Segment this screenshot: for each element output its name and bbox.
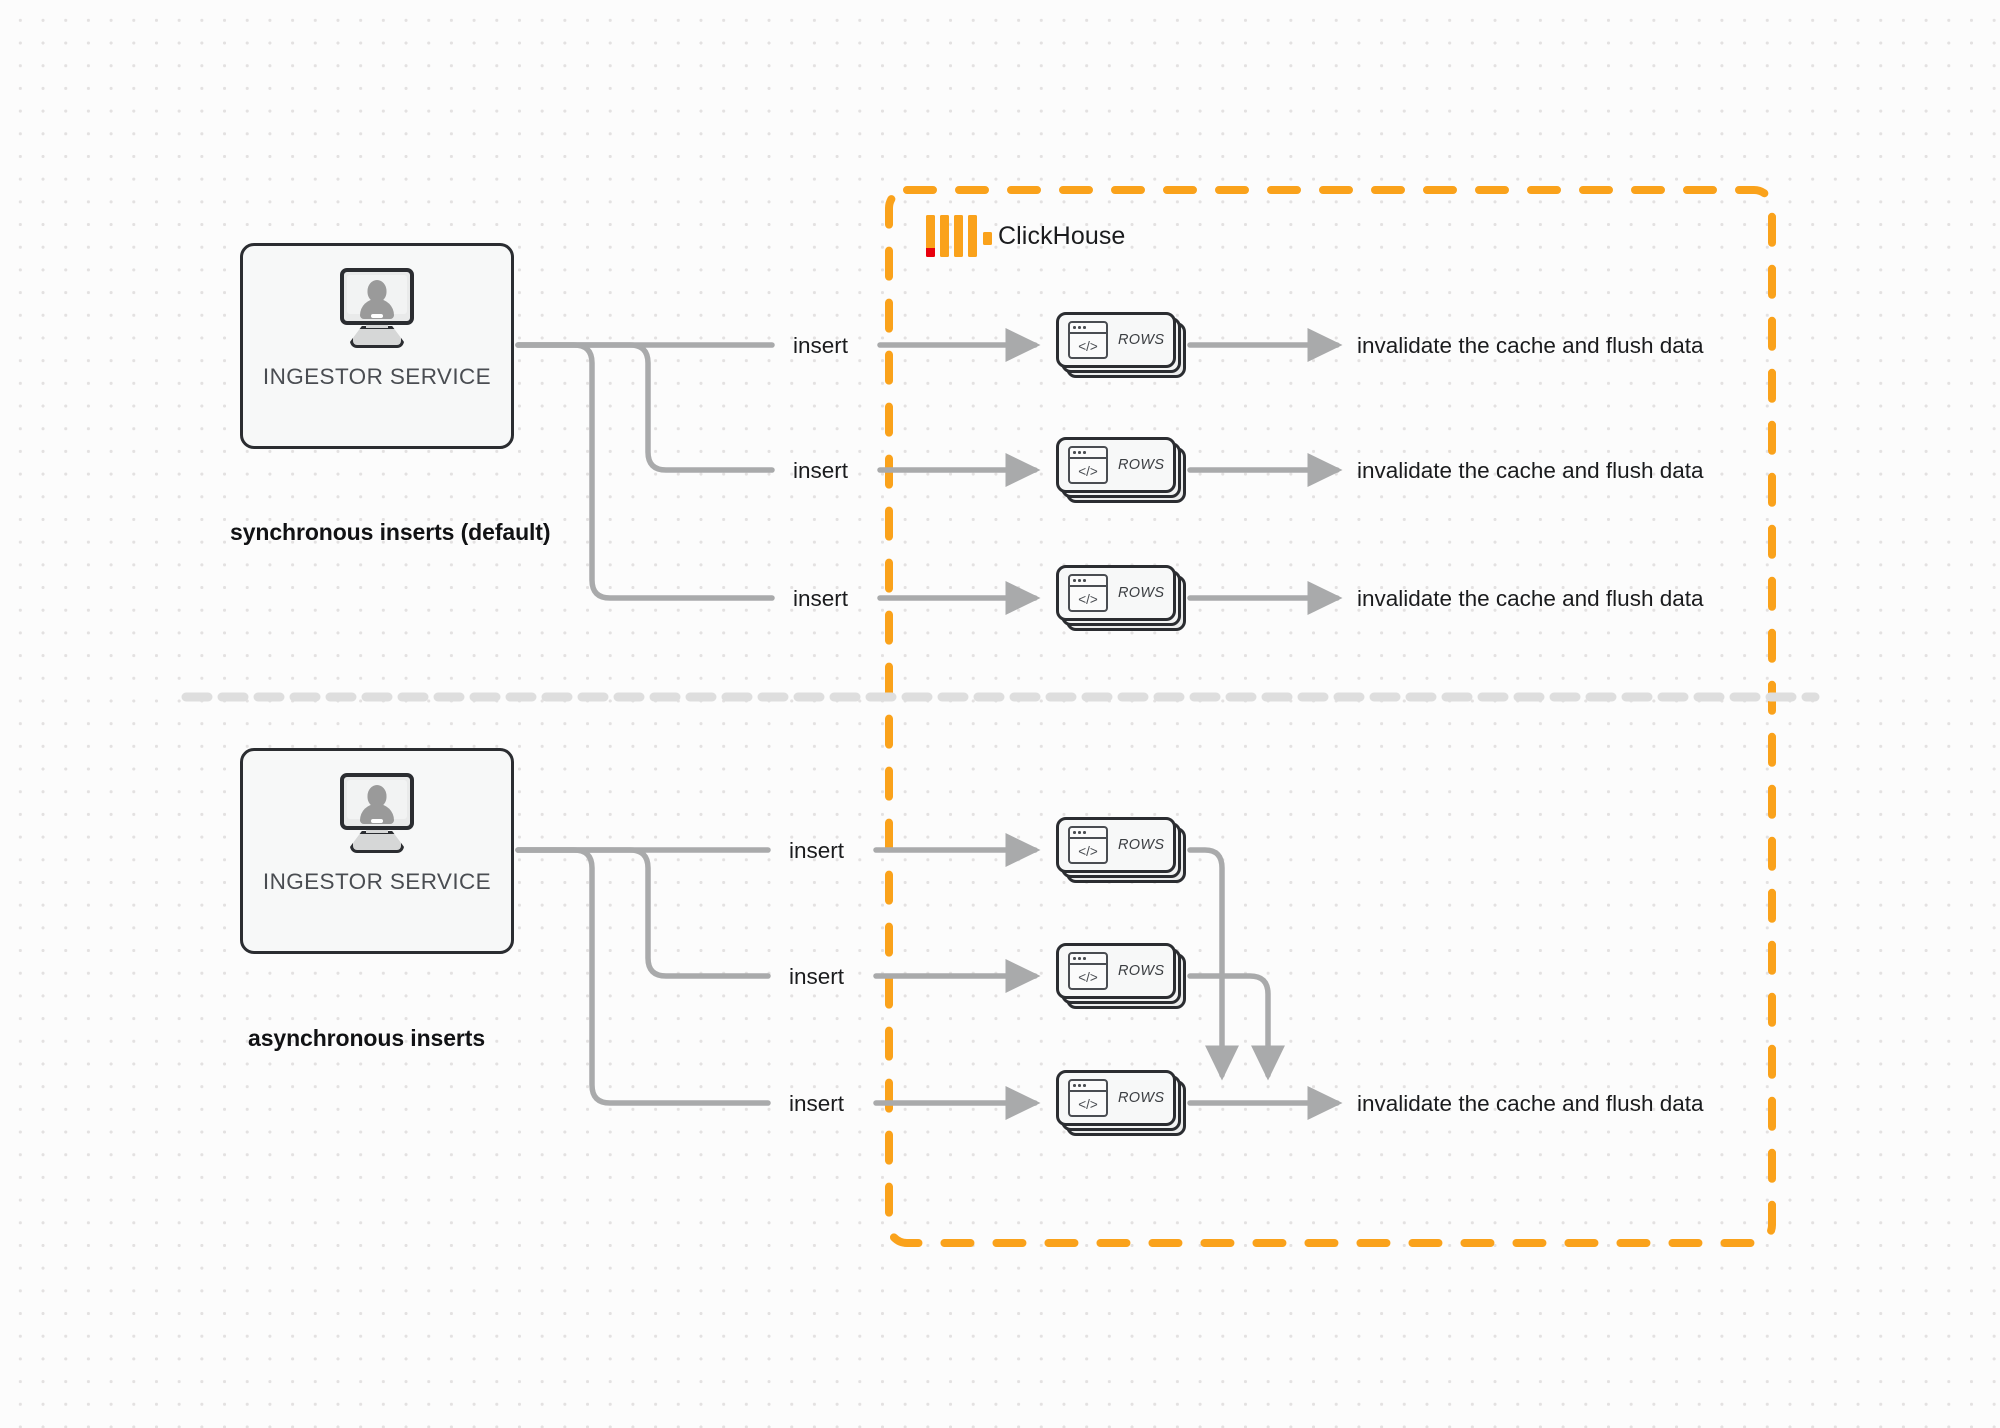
code-window-icon: </> bbox=[1068, 952, 1108, 990]
rows-label: ROWS bbox=[1118, 332, 1165, 348]
rows-node-sync-2[interactable]: </> ROWS bbox=[1056, 437, 1186, 503]
code-glyph: </> bbox=[1078, 1096, 1098, 1112]
rows-node-sync-1[interactable]: </> ROWS bbox=[1056, 312, 1186, 378]
rows-label: ROWS bbox=[1118, 585, 1165, 601]
ingestor-service-label: INGESTOR SERVICE bbox=[262, 364, 492, 389]
outcome-label-sync-2: invalidate the cache and flush data bbox=[1357, 458, 1704, 483]
rows-label: ROWS bbox=[1118, 457, 1165, 473]
edge-label-sync-insert-3: insert bbox=[793, 586, 849, 611]
edge-sync-branch-3 bbox=[515, 342, 775, 601]
monitor-user-icon bbox=[334, 268, 420, 348]
caption-synchronous: synchronous inserts (default) bbox=[230, 519, 551, 545]
code-window-icon: </> bbox=[1068, 321, 1108, 359]
ingestor-service-label: INGESTOR SERVICE bbox=[262, 869, 492, 894]
ingestor-service-node-sync[interactable]: INGESTOR SERVICE bbox=[240, 243, 514, 449]
edge-label-sync-insert-1: insert bbox=[793, 333, 849, 358]
caption-asynchronous: asynchronous inserts bbox=[248, 1025, 486, 1051]
code-window-icon: </> bbox=[1068, 446, 1108, 484]
code-glyph: </> bbox=[1078, 969, 1098, 985]
ingestor-service-node-async[interactable]: INGESTOR SERVICE bbox=[240, 748, 514, 954]
edge-async-branch-3 bbox=[515, 847, 771, 1106]
code-glyph: </> bbox=[1078, 338, 1098, 354]
code-glyph: </> bbox=[1078, 843, 1098, 859]
rows-node-async-3[interactable]: </> ROWS bbox=[1056, 1070, 1186, 1136]
outcome-label-async-1: invalidate the cache and flush data bbox=[1357, 1091, 1704, 1116]
edge-async-branch-2 bbox=[515, 847, 771, 979]
rows-label: ROWS bbox=[1118, 963, 1165, 979]
rows-label: ROWS bbox=[1118, 837, 1165, 853]
edge-async-merge-1 bbox=[1187, 847, 1240, 1081]
rows-node-sync-3[interactable]: </> ROWS bbox=[1056, 565, 1186, 631]
code-window-icon: </> bbox=[1068, 574, 1108, 612]
clickhouse-brand: ClickHouse bbox=[926, 215, 1125, 257]
rows-node-async-1[interactable]: </> ROWS bbox=[1056, 817, 1186, 883]
code-window-icon: </> bbox=[1068, 826, 1108, 864]
outcome-label-sync-3: invalidate the cache and flush data bbox=[1357, 586, 1704, 611]
code-glyph: </> bbox=[1078, 463, 1098, 479]
clickhouse-label: ClickHouse bbox=[998, 221, 1126, 250]
rows-node-async-2[interactable]: </> ROWS bbox=[1056, 943, 1186, 1009]
code-window-icon: </> bbox=[1068, 1079, 1108, 1117]
edge-label-async-insert-3: insert bbox=[789, 1091, 845, 1116]
edge-label-sync-insert-2: insert bbox=[793, 458, 849, 483]
edge-sync-branch-2 bbox=[515, 342, 775, 473]
code-glyph: </> bbox=[1078, 591, 1098, 607]
clickhouse-logo-icon bbox=[926, 215, 992, 257]
monitor-user-icon bbox=[334, 773, 420, 853]
outcome-label-sync-1: invalidate the cache and flush data bbox=[1357, 333, 1704, 358]
edge-label-async-insert-2: insert bbox=[789, 964, 845, 989]
edge-async-merge-2 bbox=[1187, 973, 1286, 1081]
edge-label-async-insert-1: insert bbox=[789, 838, 845, 863]
rows-label: ROWS bbox=[1118, 1090, 1165, 1106]
